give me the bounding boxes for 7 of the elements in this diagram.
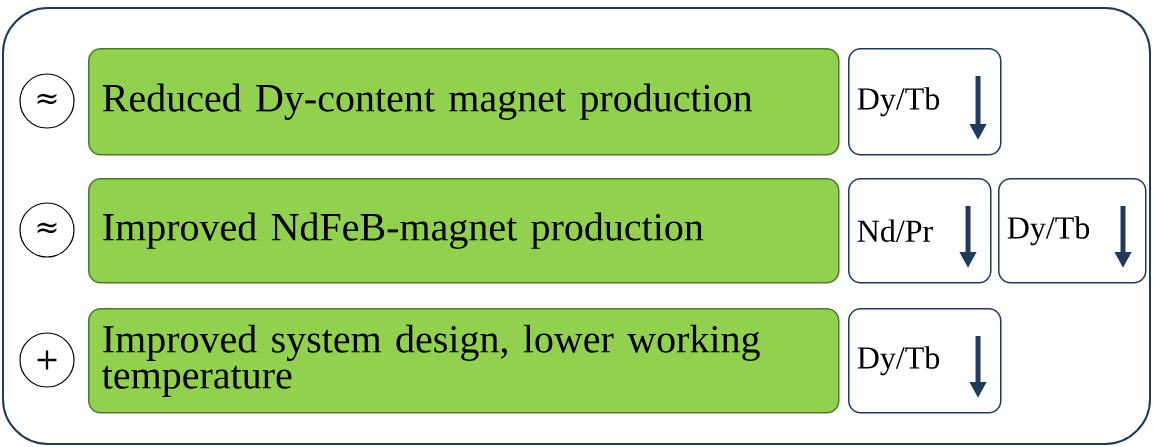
process-box: Improved NdFeB-magnet production [88,178,840,284]
process-box: Reduced Dy-content magnet production [88,48,840,156]
element-box: Dy/Tb [998,178,1147,284]
element-box: Nd/Pr [848,178,992,284]
element-box: Dy/Tb [848,48,1002,156]
process-box: Improved system design, lower working temperature [88,308,840,414]
element-box: Dy/Tb [848,308,1002,414]
